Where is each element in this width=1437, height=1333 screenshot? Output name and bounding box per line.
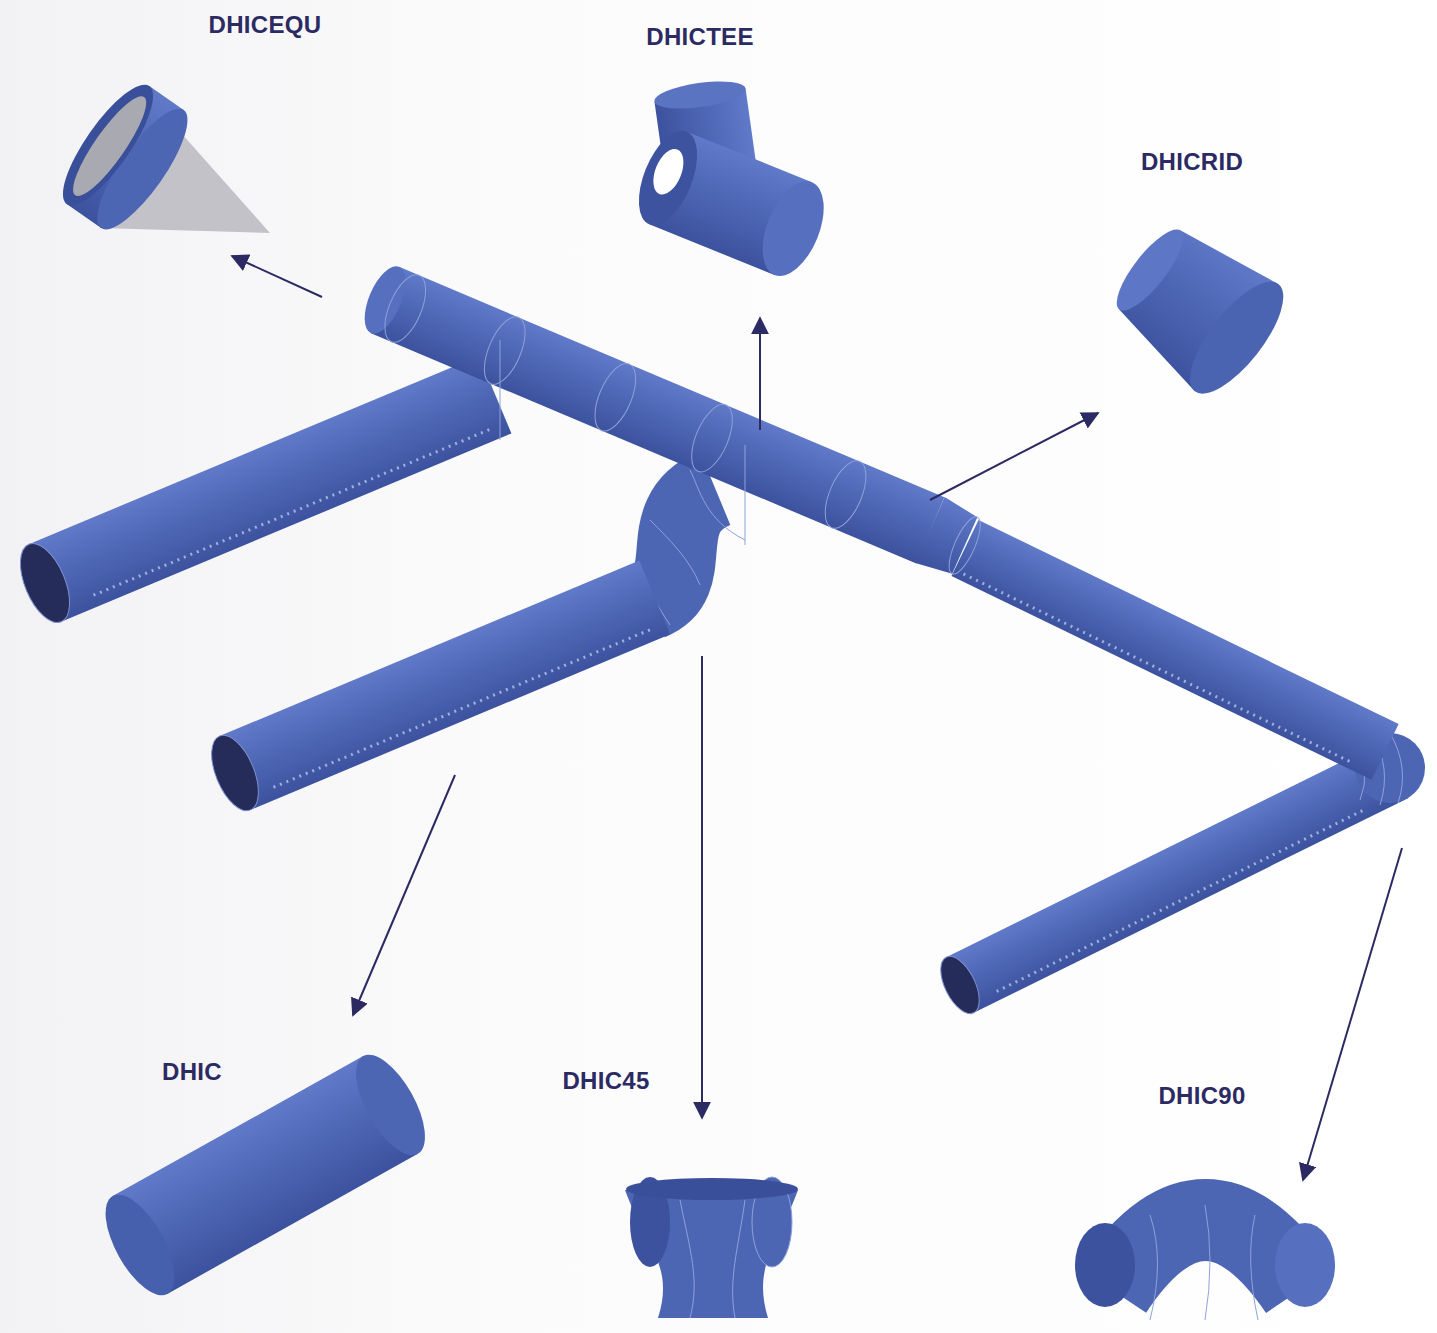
leader-arrow [353,775,455,1015]
reducer-fitting [1096,207,1300,408]
straight-duct-part [342,1044,439,1165]
elbow-90-fitting [1075,1205,1335,1320]
straight-duct [946,742,1408,1012]
elbow-90-fitting [1275,1223,1335,1307]
tee-fitting [750,172,836,284]
end-cap [49,73,202,240]
tee-fitting [647,145,689,199]
straight-duct [933,951,987,1020]
reducer [943,513,986,578]
straight-duct [202,729,268,817]
straight-duct [220,561,671,810]
elbow-90-fitting [1112,1220,1300,1290]
leader-arrow [701,656,703,1118]
straight-duct [10,356,511,630]
leader-arrow [759,318,761,430]
trunk-duct [356,261,944,564]
elbow-45-fitting [625,1177,798,1318]
straight-duct [933,742,1409,1019]
part-name: DHICRID [1141,148,1243,176]
end-cap [63,88,156,204]
offset-elbow [650,488,715,600]
trunk-duct [377,269,434,348]
seam-line [500,340,745,545]
straight-duct [951,520,1398,780]
part-name: DHIC90 [1158,1082,1245,1110]
straight-duct [951,520,1398,780]
trunk-duct [817,455,874,534]
part-name: DHIC45 [562,1067,649,1095]
tee-fitting [627,77,836,285]
part-name: DHICEQU [209,11,322,39]
straight-duct [202,561,670,818]
trunk-duct [371,267,944,564]
leader-arrow [232,256,322,297]
straight-duct [273,629,651,787]
reducer-fitting [1174,268,1299,407]
elbow-90-fitting [1150,1205,1258,1320]
straight-duct [10,537,79,630]
part-name: DHICTEE [646,23,753,51]
straight-duct-part [92,1044,439,1305]
tee-fitting [653,77,747,114]
straight-duct-part [92,1184,189,1305]
straight-duct [29,356,512,622]
leader-arrow [930,413,1098,500]
end-cap [49,73,168,216]
trunk-duct [476,311,533,390]
leader-arrow [1303,848,1402,1180]
trunk-duct [587,358,644,437]
leader-arrow [232,256,1402,1180]
straight-duct [93,429,490,595]
straight-duct [997,810,1365,992]
part-name: DHIC [162,1058,222,1086]
elbow-90-fitting [1075,1223,1135,1307]
straight-duct [964,574,1351,762]
tee-fitting [627,123,836,285]
elbow-45-fitting [680,1200,745,1318]
elbow-45-fitting [626,1178,798,1200]
reducer-fitting [1107,221,1194,320]
tee-fitting [627,123,709,234]
trunk-duct [683,399,740,478]
